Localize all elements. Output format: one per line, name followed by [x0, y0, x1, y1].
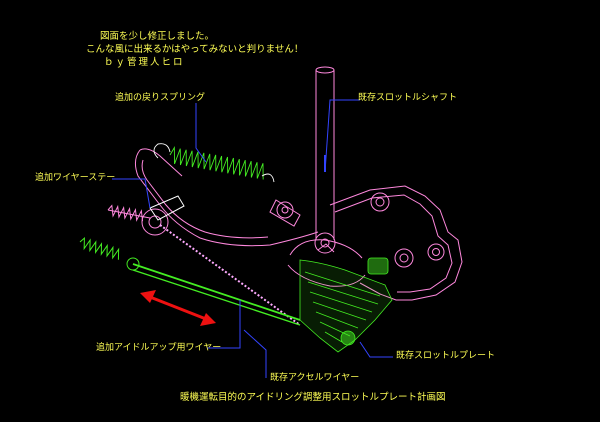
label-throttle-shaft: 既存スロットルシャフト [358, 93, 458, 103]
throttle-shaft [314, 66, 336, 254]
idle-up-wire [79, 237, 301, 326]
motion-arrow [140, 290, 216, 326]
note-author: ｂｙ管理人ヒロ [104, 57, 185, 68]
leader-lines [112, 99, 393, 378]
label-wire-stay: 追加ワイヤーステー [35, 173, 116, 183]
note-line-1: 図面を少し修正しました。 [100, 31, 215, 42]
accel-wire-cable [107, 204, 151, 222]
label-idle-up-wire: 追加アイドルアップ用ワイヤー [96, 343, 222, 353]
label-return-spring: 追加の戻りスプリング [115, 93, 206, 103]
drawing-caption: 暖機運転目的のアイドリング調整用スロットルプレート計画図 [180, 392, 446, 403]
accel-wire [159, 224, 301, 326]
wire-stay [149, 195, 185, 221]
throttle-lever [134, 148, 319, 247]
throttle-plate [299, 257, 393, 353]
label-throttle-plate: 既存スロットルプレート [396, 351, 496, 361]
throttle-body [287, 185, 463, 301]
return-spring [153, 143, 275, 183]
note-line-2: こんな風に出来るかはやってみないと判りません！ [86, 44, 304, 55]
label-accel-wire: 既存アクセルワイヤー [270, 373, 360, 383]
